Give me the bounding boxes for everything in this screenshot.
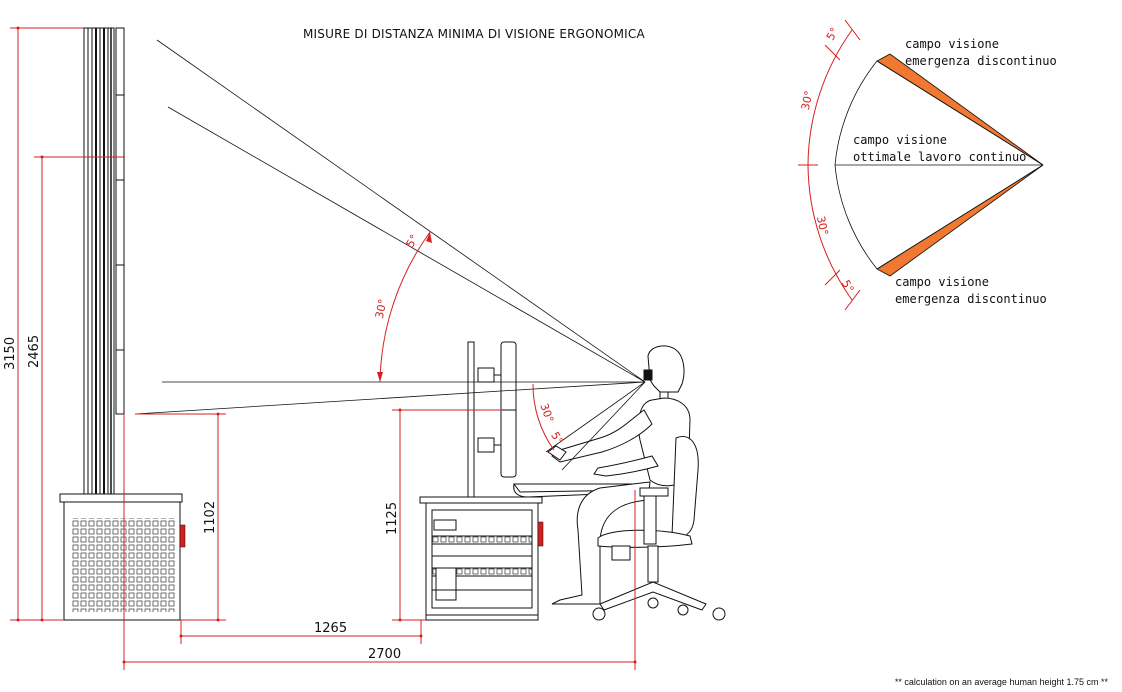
side-angle-30-top: 30°	[373, 298, 390, 320]
dimension-lines	[10, 27, 636, 670]
console-monitors	[467, 341, 517, 498]
dim-2465: 2465	[27, 335, 42, 368]
fan-bottom-label-1: campo visione	[895, 275, 989, 289]
videowall-column	[83, 27, 125, 495]
fan-top-label-2: emergenza discontinuo	[905, 54, 1057, 68]
fan-angle-30-top: 30°	[799, 90, 816, 112]
dim-1125: 1125	[385, 502, 400, 535]
left-base-cabinet	[59, 493, 186, 621]
diagram-title: MISURE DI DISTANZA MINIMA DI VISIONE ERG…	[303, 27, 646, 41]
fan-mid-label-1: campo visione	[853, 133, 947, 147]
dim-1265: 1265	[314, 621, 347, 636]
fan-angle-30-bottom: 30°	[814, 215, 831, 237]
dim-3150: 3150	[3, 337, 18, 370]
console-desk	[419, 483, 641, 621]
dimension-ticks	[16, 26, 637, 664]
side-angle-5-bottom: 5°	[548, 430, 566, 447]
fan-angle-5-top: 5°	[824, 25, 842, 42]
side-angle-5-top: 5°	[404, 232, 422, 249]
sight-lines	[134, 39, 646, 471]
fan-top-label-1: campo visione	[905, 37, 999, 51]
dim-2700: 2700	[368, 647, 401, 662]
footnote: ** calculation on an average human heigh…	[895, 677, 1109, 687]
side-angle-arcs: 5° 30° 30° 5°	[373, 231, 566, 451]
side-angle-30-bottom: 30°	[537, 402, 556, 425]
dim-1102: 1102	[203, 501, 218, 534]
fan-mid-label-2: ottimale lavoro continuo	[853, 150, 1026, 164]
fan-bottom-label-2: emergenza discontinuo	[895, 292, 1047, 306]
vision-field-fan: 5° 30° 30° 5°	[798, 19, 1044, 311]
fan-angle-5-bottom: 5°	[839, 278, 857, 295]
seated-operator	[547, 345, 726, 621]
